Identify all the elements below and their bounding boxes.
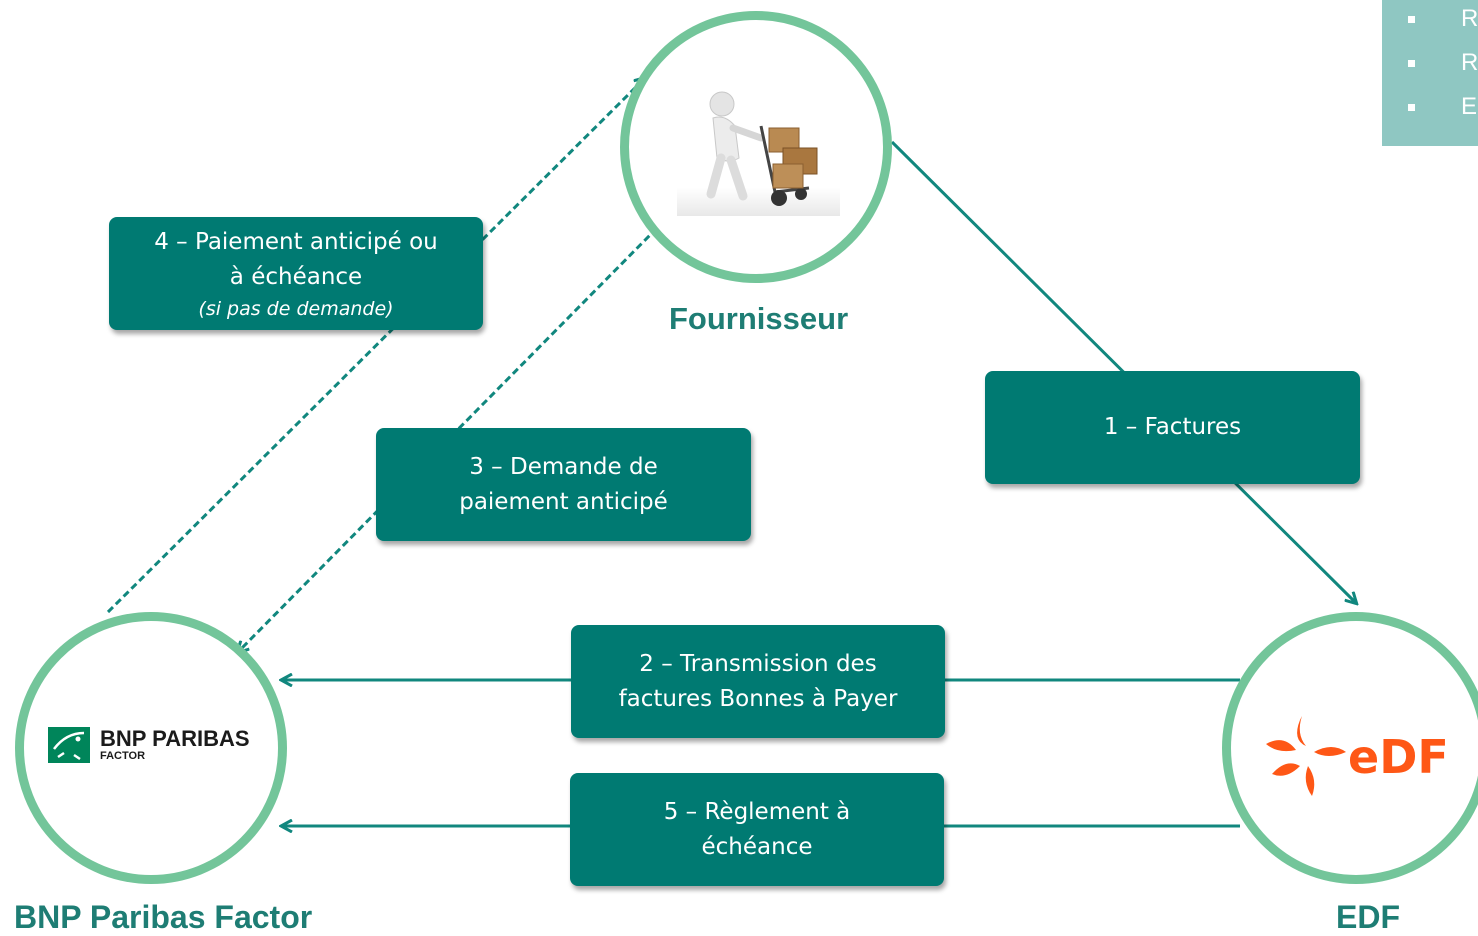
edf-logo-text: eDF <box>1348 730 1449 784</box>
step-2-transmission: 2 – Transmission des factures Bonnes à P… <box>571 625 945 738</box>
bnp-node <box>15 612 287 884</box>
step-3-line1: 3 – Demande de <box>469 453 658 480</box>
supplier-delivery-image <box>677 86 840 216</box>
bullet-icon <box>1408 59 1415 67</box>
bullet-icon <box>1408 15 1415 23</box>
step-3-demande: 3 – Demande de paiement anticipé <box>376 428 751 541</box>
bnp-logo: BNP PARIBAS FACTOR <box>48 727 250 763</box>
delivery-figure-icon <box>706 91 818 206</box>
step-3-line2: paiement anticipé <box>459 488 668 515</box>
step-4-paiement: 4 – Paiement anticipé ou à échéance (si … <box>109 217 483 330</box>
edf-node <box>1222 612 1478 884</box>
edf-label: EDF <box>1336 899 1400 935</box>
side-panel: R R E <box>1382 0 1478 146</box>
panel-item: R <box>1408 2 1478 36</box>
step-4-line1: 4 – Paiement anticipé ou <box>154 228 438 255</box>
arrow-paiement <box>106 78 645 614</box>
bnp-label: BNP Paribas Factor <box>14 899 313 935</box>
bnp-logo-sub: FACTOR <box>100 750 146 762</box>
bnp-stars-icon <box>48 727 90 763</box>
panel-item: R <box>1408 46 1478 80</box>
panel-item: E <box>1408 90 1477 124</box>
bnp-logo-name: BNP PARIBAS <box>100 726 250 751</box>
step-2-line2: factures Bonnes à Payer <box>618 685 898 712</box>
fournisseur-label: Fournisseur <box>669 301 849 336</box>
step-2-line1: 2 – Transmission des <box>639 650 877 677</box>
step-4-note: (si pas de demande) <box>198 297 394 320</box>
step-5-line2: échéance <box>701 833 813 860</box>
bullet-icon <box>1408 103 1415 111</box>
edf-sun-icon <box>1266 716 1346 796</box>
step-5-reglement: 5 – Règlement à échéance <box>570 773 944 886</box>
step-5-line1: 5 – Règlement à <box>663 798 851 825</box>
step-1-factures: 1 – Factures <box>985 371 1360 484</box>
edf-logo: eDF <box>1262 710 1462 800</box>
step-1-text: 1 – Factures <box>1103 414 1242 440</box>
step-4-line2: à échéance <box>229 263 363 290</box>
